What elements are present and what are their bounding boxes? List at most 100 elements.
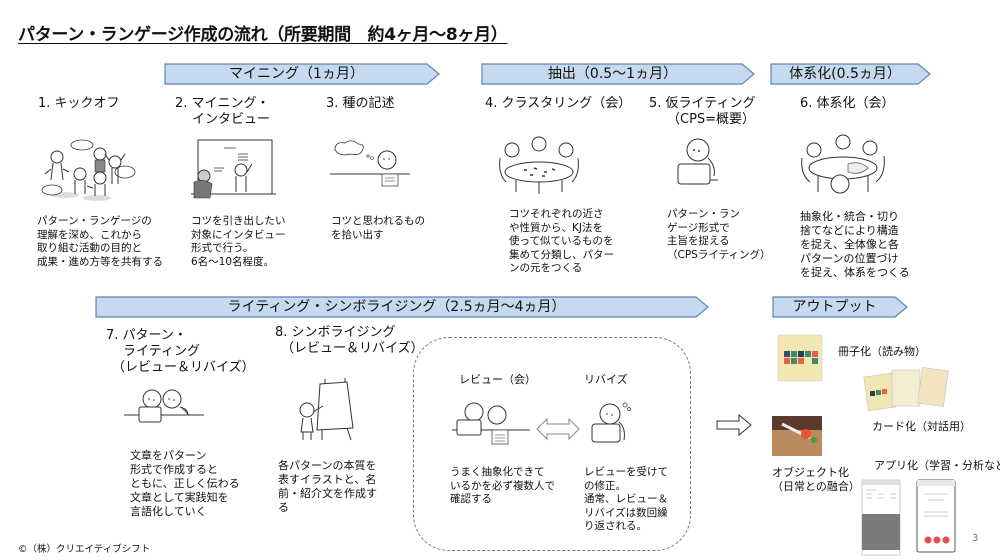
step-title-line: 6. 体系化（会） xyxy=(800,96,895,111)
step-5-description: パターン・ラン ゲージ形式で 主旨を捉える （CPSライティング） xyxy=(667,208,771,262)
desc-line: 対象にインタビュー xyxy=(191,228,286,241)
phase-arrow-shape xyxy=(772,296,908,318)
step-title-line: ライティング xyxy=(123,344,200,359)
step-title-line: 3. 種の記述 xyxy=(326,96,395,111)
desc-line: 言語化していく xyxy=(130,505,207,518)
phase-label: 体系化(0.5ヵ月） xyxy=(789,66,901,82)
step-1-title: 1. キックオフ xyxy=(38,96,120,112)
desc-line: 捨てなどにより構造 xyxy=(800,224,899,237)
phase-label: アウトプット xyxy=(792,299,877,315)
desc-line: 前・紹介文を作成す xyxy=(278,487,377,500)
desc-line: パターンの位置づけ xyxy=(800,252,899,265)
output-object-label: オブジェクト化 （日常との融合） xyxy=(772,466,860,494)
desc-line: 表すイラストと、名 xyxy=(278,473,377,486)
desc-line: る xyxy=(278,501,289,514)
review-description: うまく抽象化できて いるかを必ず複数人で 確認する xyxy=(450,466,555,507)
step-8-description: 各パターンの本質を 表すイラストと、名 前・紹介文を作成す る xyxy=(278,459,377,515)
desc-line: 使って似ているものを xyxy=(509,235,614,247)
output-booklet-label: 冊子化（読み物） xyxy=(838,345,926,358)
step-title-line: （CPS=概要） xyxy=(667,112,756,127)
step-4-description: コツそれぞれの近さ や性質から、KJ法を 使って似ているものを 集めて分類し、パ… xyxy=(509,208,614,276)
desc-line: うまく抽象化できて xyxy=(450,466,545,478)
desc-line: り返される。 xyxy=(584,520,647,532)
desc-line: 形式で行う。 xyxy=(191,242,254,254)
revise-person-icon xyxy=(588,400,638,446)
review-meeting-icon xyxy=(452,400,530,450)
step-8-title: 8. シンボライジング （レビュー＆リバイズ） xyxy=(275,325,424,357)
desc-line: ンの元をつくる xyxy=(509,262,583,274)
step-title-line: 1. キックオフ xyxy=(38,96,120,111)
desc-line: レビューを受けて xyxy=(584,466,668,478)
desc-line: を拾い出す xyxy=(331,228,384,241)
desc-line: コツそれぞれの近さ xyxy=(509,208,604,220)
phase-systemization: 体系化(0.5ヵ月） xyxy=(770,63,931,85)
desc-line: パターン・ランゲージの xyxy=(37,215,152,227)
phase-arrow-shape xyxy=(481,63,755,85)
desc-line: いるかを必ず複数人で xyxy=(450,479,555,492)
phase-extraction: 抽出（0.5～1ヵ月） xyxy=(481,63,755,85)
step-7-title: 7. パターン・ ライティング （レビュー＆リバイズ） xyxy=(106,328,255,376)
thinking-writing-icon xyxy=(330,138,410,193)
app-screens-icon xyxy=(861,479,957,556)
bidirectional-arrow-icon xyxy=(536,417,580,441)
step-3-title: 3. 種の記述 xyxy=(326,96,395,112)
object-photo-icon xyxy=(772,416,822,456)
review-title: レビュー（会） xyxy=(459,373,536,386)
step-4-title: 4. クラスタリング（会） xyxy=(485,96,631,112)
review-revise-box xyxy=(413,337,691,551)
booklet-icon xyxy=(776,333,824,383)
whiteboard-interview-icon xyxy=(186,138,276,204)
phase-arrow-shape xyxy=(770,63,931,85)
phase-writing-symbolizing: ライティング・シンボライジング（2.5ヵ月～4ヵ月） xyxy=(95,296,709,318)
phase-output: アウトプット xyxy=(772,296,908,318)
step-7-description: 文章をパターン 形式で作成すると ともに、正しく伝わる 文章として実践知を 言語… xyxy=(130,449,240,519)
phase-mining: マイニング（1ヵ月） xyxy=(164,63,440,85)
step-title-line: 5. 仮ライティング xyxy=(649,96,756,111)
desc-line: 形式で作成すると xyxy=(130,463,218,476)
desc-line: コツと思われるもの xyxy=(331,215,425,227)
step-title-line: 8. シンボライジング xyxy=(275,325,396,340)
table-systemize-icon xyxy=(798,132,888,200)
desc-line: 集めて分類し、パター xyxy=(509,248,614,261)
desc-line: 文章をパターン xyxy=(130,449,207,462)
desc-line: パターン・ラン xyxy=(667,208,740,220)
step-1-description: パターン・ランゲージの 理解を深め、これから 取り組む活動の目的と 成果・進め方… xyxy=(37,215,163,269)
desc-line: 各パターンの本質を xyxy=(278,459,377,472)
phase-arrow-shape xyxy=(95,296,709,318)
step-title-line: 7. パターン・ xyxy=(106,328,187,343)
step-5-title: 5. 仮ライティング （CPS=概要） xyxy=(649,96,756,128)
step-title-line: 2. マイニング・ xyxy=(175,96,270,111)
copyright-footer: ©（株）クリエイティブシフト xyxy=(18,544,151,555)
cards-icon xyxy=(863,367,949,412)
page-title: パターン・ランゲージ作成の流れ（所要期間 約4ヶ月～8ヶ月） xyxy=(18,25,508,45)
step-3-description: コツと思われるもの を拾い出す xyxy=(331,215,425,242)
step-title-line: （レビュー＆リバイズ） xyxy=(281,341,424,356)
table-clustering-icon xyxy=(494,134,584,196)
easel-drawing-icon xyxy=(295,378,360,444)
step-6-description: 抽象化・統合・切り 捨てなどにより構造 を捉え、全体像と各 パターンの位置づけ … xyxy=(800,210,910,280)
step-2-description: コツを引き出したい 対象にインタビュー 形式で行う。 6名～10名程度。 xyxy=(191,215,286,269)
desc-line: ゲージ形式で xyxy=(667,221,730,234)
revise-title: リバイズ xyxy=(584,373,628,386)
desc-line: 主旨を捉える xyxy=(667,235,730,247)
output-cards-label: カード化（対話用） xyxy=(872,420,971,433)
desc-line: 理解を深め、これから xyxy=(37,228,142,241)
right-arrow-icon xyxy=(716,413,752,437)
phase-label: ライティング・シンボライジング（2.5ヵ月～4ヵ月） xyxy=(227,299,566,315)
phase-label: 抽出（0.5～1ヵ月） xyxy=(547,66,678,82)
page-number: 3 xyxy=(972,533,979,544)
phase-arrow-shape xyxy=(164,63,440,85)
people-talking-icon xyxy=(35,132,136,202)
desc-line: （CPSライティング） xyxy=(667,248,771,261)
desc-line: 確認する xyxy=(450,493,492,505)
desc-line: 通常、レビュー＆ xyxy=(584,493,668,505)
desc-line: の修正。 xyxy=(584,479,626,492)
desc-line: や性質から、KJ法を xyxy=(509,221,603,234)
phase-label: マイニング（1ヵ月） xyxy=(229,66,364,82)
desc-line: ともに、正しく伝わる xyxy=(130,477,240,490)
desc-line: リバイズは数回繰 xyxy=(584,506,668,519)
step-title-line: （レビュー＆リバイズ） xyxy=(112,360,255,375)
pair-writing-icon xyxy=(124,385,204,430)
desc-line: を捉え、全体像と各 xyxy=(800,238,899,251)
desc-line: 取り組む活動の目的と xyxy=(37,242,142,254)
